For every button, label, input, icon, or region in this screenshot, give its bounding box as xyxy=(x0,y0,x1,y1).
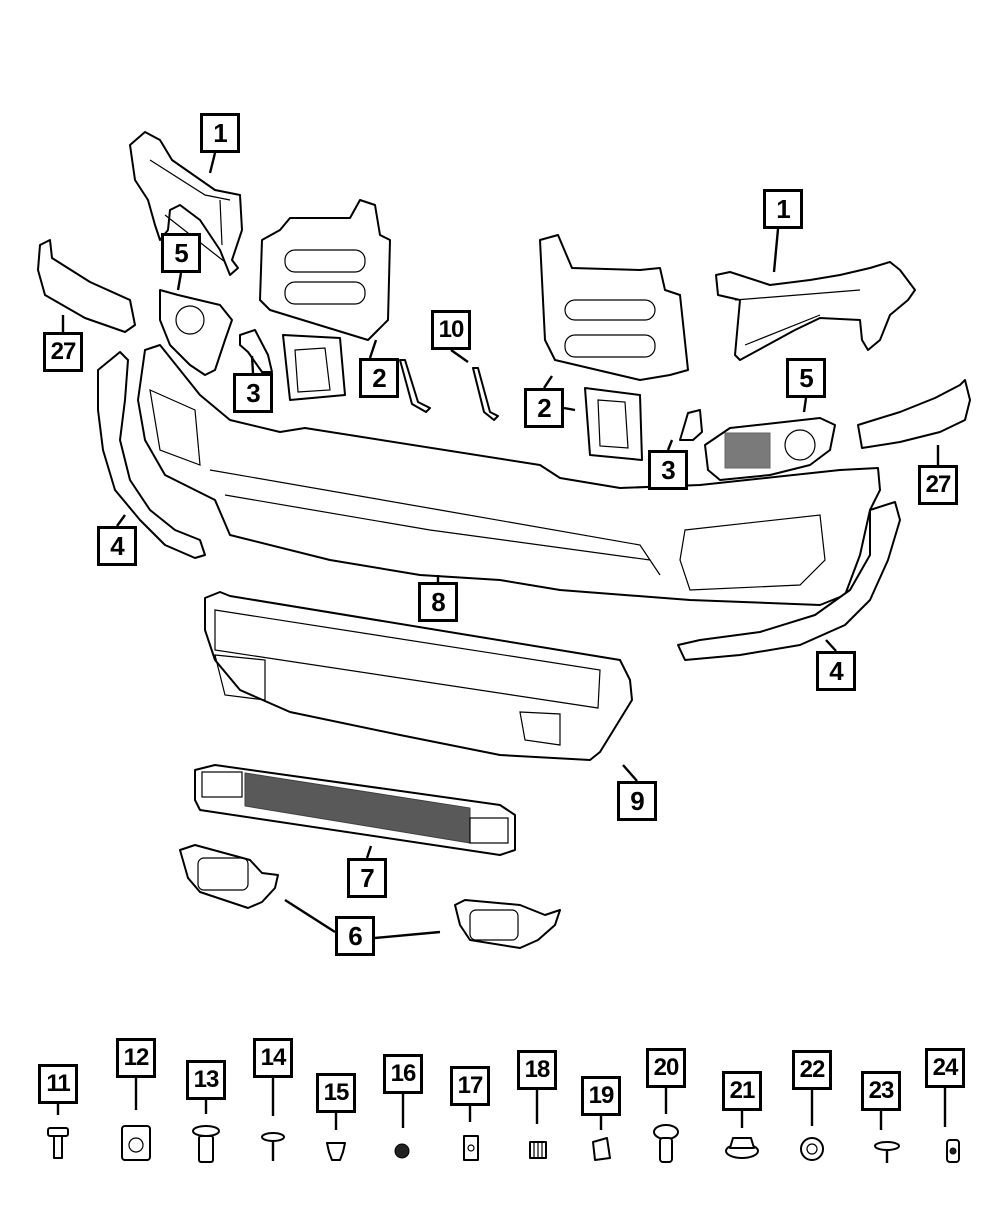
callout-20: 20 xyxy=(646,1048,686,1088)
callout-5-right: 5 xyxy=(786,358,826,398)
callout-17: 17 xyxy=(450,1066,490,1106)
part-4-right-trim-icon xyxy=(677,501,901,661)
part-9-lower-bumper-icon xyxy=(204,591,633,761)
callout-4-right: 4 xyxy=(816,651,856,691)
callout-8: 8 xyxy=(418,582,458,622)
part-10-rod-b-icon xyxy=(472,367,499,421)
part-22-star-washer-icon xyxy=(800,1137,824,1161)
callout-24: 24 xyxy=(925,1048,965,1088)
part-3-right-bracket-icon xyxy=(679,409,703,441)
callout-2-left: 2 xyxy=(359,358,399,398)
callout-23: 23 xyxy=(861,1071,901,1111)
part-3-left-bracket-icon xyxy=(239,329,273,373)
callout-19: 19 xyxy=(581,1076,621,1116)
leader-lines xyxy=(56,152,947,1130)
callout-6: 6 xyxy=(335,916,375,956)
part-24-j-nut-icon xyxy=(946,1139,960,1163)
callout-10: 10 xyxy=(431,310,471,350)
part-13-push-pin-icon xyxy=(192,1125,220,1163)
callout-1-left: 1 xyxy=(200,113,240,153)
mount-block-right-icon xyxy=(584,387,643,461)
part-21-flange-nut-icon xyxy=(725,1137,759,1159)
part-23-screw-icon xyxy=(874,1141,900,1163)
part-1-left-bracket-icon xyxy=(129,131,243,276)
callout-4-left: 4 xyxy=(97,526,137,566)
callout-3-left: 3 xyxy=(233,373,273,413)
callout-16: 16 xyxy=(383,1054,423,1094)
callout-27-right: 27 xyxy=(918,465,958,505)
callout-11: 11 xyxy=(38,1064,78,1104)
part-15-clip-icon xyxy=(326,1142,346,1161)
part-2-right-plate-icon xyxy=(539,234,689,381)
part-17-square-nut-icon xyxy=(463,1135,479,1161)
part-27-right-end-cap-icon xyxy=(857,379,971,449)
callout-21: 21 xyxy=(722,1071,762,1111)
callout-12: 12 xyxy=(116,1038,156,1078)
mount-block-left-icon xyxy=(282,334,346,401)
callout-3-right: 3 xyxy=(648,450,688,490)
callout-14: 14 xyxy=(253,1038,293,1078)
callout-18: 18 xyxy=(517,1050,557,1090)
part-1-right-bracket-icon xyxy=(715,261,916,361)
part-7-grille-icon xyxy=(194,764,516,856)
part-12-u-nut-icon xyxy=(121,1125,151,1161)
part-11-bolt-icon xyxy=(47,1127,69,1159)
part-8-upper-bumper-icon xyxy=(137,344,881,606)
part-16-push-nut-icon xyxy=(394,1143,410,1159)
callout-1-right: 1 xyxy=(763,189,803,229)
part-6-left-tow-bezel-icon xyxy=(179,844,279,909)
part-5-right-fog-bezel-icon xyxy=(704,417,836,481)
part-19-clip-nut-icon xyxy=(592,1137,611,1161)
part-18-clip-retainer-icon xyxy=(529,1141,547,1159)
callout-13: 13 xyxy=(186,1060,226,1100)
part-2-left-plate-icon xyxy=(259,199,391,341)
part-4-left-trim-icon xyxy=(97,351,206,559)
callout-2-right: 2 xyxy=(524,388,564,428)
part-14-screw-icon xyxy=(261,1132,285,1161)
callout-15: 15 xyxy=(316,1073,356,1113)
callout-7: 7 xyxy=(347,858,387,898)
callout-27-left: 27 xyxy=(43,332,83,372)
callout-9: 9 xyxy=(617,781,657,821)
callout-5-left: 5 xyxy=(161,233,201,273)
part-20-push-rivet-icon xyxy=(653,1124,679,1163)
callout-22: 22 xyxy=(792,1050,832,1090)
part-6-right-tow-bezel-icon xyxy=(454,899,561,949)
part-10-rod-a-icon xyxy=(399,359,431,413)
part-5-left-fog-bezel-icon xyxy=(159,289,233,376)
part-27-left-end-cap-icon xyxy=(37,239,136,333)
